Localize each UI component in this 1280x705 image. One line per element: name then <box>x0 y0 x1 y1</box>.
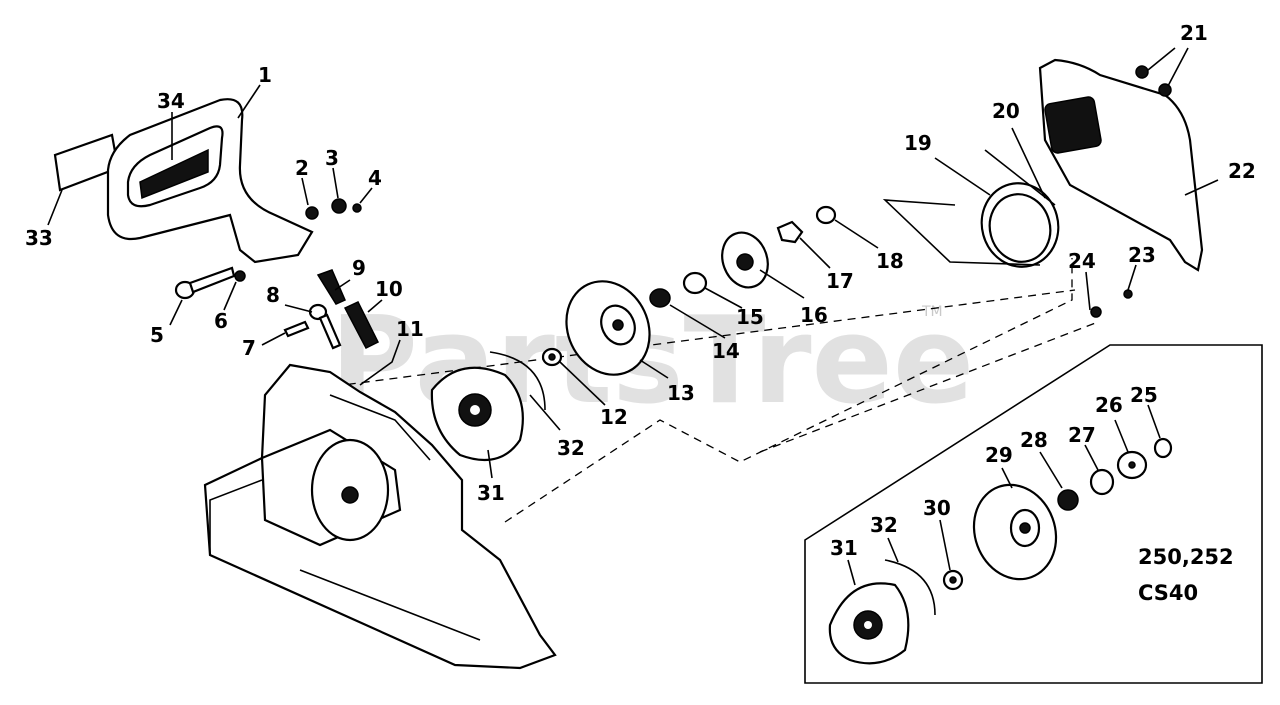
callout-34: 34 <box>157 89 185 113</box>
part-9-bolt <box>316 269 346 305</box>
part-8-pin <box>308 303 342 350</box>
part-22-sprocket-cover <box>1038 58 1204 272</box>
callout-12: 12 <box>600 405 628 429</box>
part-23-screw <box>1123 289 1133 299</box>
assembly-line-lower <box>504 258 1073 523</box>
callout-15: 15 <box>736 305 764 329</box>
inset-callout-29: 29 <box>985 443 1013 467</box>
inset-part-30-hole <box>949 576 957 584</box>
callout-23: 23 <box>1128 243 1156 267</box>
callout-1: 1 <box>258 63 272 87</box>
callout-6: 6 <box>214 309 228 333</box>
callout-20: 20 <box>992 99 1020 123</box>
callout-14: 14 <box>712 339 740 363</box>
callout-16: 16 <box>800 303 828 327</box>
leader-lines <box>47 47 1219 479</box>
part-19-brake-band <box>980 182 1060 268</box>
callout-33: 33 <box>25 226 53 250</box>
callouts-main: 1 2 3 4 5 6 7 8 9 10 11 12 13 14 15 16 1… <box>25 21 1256 505</box>
part-18-nut <box>815 205 837 225</box>
part-24-nut <box>1090 306 1102 318</box>
callout-17: 17 <box>826 269 854 293</box>
inset-part-25-nut <box>1153 437 1173 459</box>
part-14-bearing <box>649 288 671 308</box>
part-4-washer <box>352 203 362 213</box>
callout-4: 4 <box>368 166 382 190</box>
inset-callout-31: 31 <box>830 536 858 560</box>
inset-callout-28: 28 <box>1020 428 1048 452</box>
inset-callout-25: 25 <box>1130 383 1158 407</box>
part-31-clutch <box>430 366 524 462</box>
part-7-spring <box>283 320 310 338</box>
inset-part-31-clutch <box>828 582 910 665</box>
part-1-front-handle <box>106 98 314 264</box>
inset-model-line1: 250,252 <box>1138 545 1234 569</box>
inset-model-line2: CS40 <box>1138 581 1198 605</box>
part-2-nut <box>305 206 319 220</box>
inset-part-32-spring <box>884 559 936 616</box>
callout-11: 11 <box>396 317 424 341</box>
trademark-mark: TM <box>921 304 943 320</box>
inset-panel: 31 32 30 29 28 27 26 25 250,252 CS40 <box>804 344 1263 684</box>
part-34-handle-grip <box>139 148 209 200</box>
callout-18: 18 <box>876 249 904 273</box>
part-21-nut-a <box>1135 65 1149 79</box>
callout-3: 3 <box>325 146 339 170</box>
part-12-washer-hole <box>548 353 556 361</box>
part-10-spring <box>343 301 380 349</box>
callout-24: 24 <box>1068 249 1096 273</box>
inset-callout-26: 26 <box>1095 393 1123 417</box>
part-21-nut-b <box>1158 83 1172 97</box>
inset-part-29-drum <box>972 483 1058 581</box>
watermark: PartsTree <box>330 292 974 431</box>
part-17-washer <box>776 220 804 244</box>
inset-callout-27: 27 <box>1068 423 1096 447</box>
callout-7: 7 <box>242 336 256 360</box>
part-32-clutch-spring <box>489 351 546 411</box>
callout-5: 5 <box>150 323 164 347</box>
assembly-line-right <box>759 321 1099 453</box>
part-5-screw <box>174 266 236 300</box>
assembly-line-main <box>319 289 1076 389</box>
part-3-nut <box>331 198 347 214</box>
callout-9: 9 <box>352 256 366 280</box>
part-11-crankcase <box>203 363 557 670</box>
part-6-nut <box>234 270 246 282</box>
callout-8: 8 <box>266 283 280 307</box>
callout-10: 10 <box>375 277 403 301</box>
part-15-bushing <box>682 271 708 295</box>
inset-callout-30: 30 <box>923 496 951 520</box>
callout-19: 19 <box>904 131 932 155</box>
callout-22: 22 <box>1228 159 1256 183</box>
inset-callout-32: 32 <box>870 513 898 537</box>
part-13-clutch-drum <box>565 280 651 376</box>
part-16-sprocket <box>721 231 769 289</box>
callout-21: 21 <box>1180 21 1208 45</box>
callout-32: 32 <box>557 436 585 460</box>
inset-part-26-hole <box>1128 461 1136 469</box>
callout-31: 31 <box>477 481 505 505</box>
callout-2: 2 <box>295 156 309 180</box>
callout-13: 13 <box>667 381 695 405</box>
inset-part-27-bushing <box>1089 468 1115 496</box>
inset-part-28-bearing <box>1057 489 1079 511</box>
